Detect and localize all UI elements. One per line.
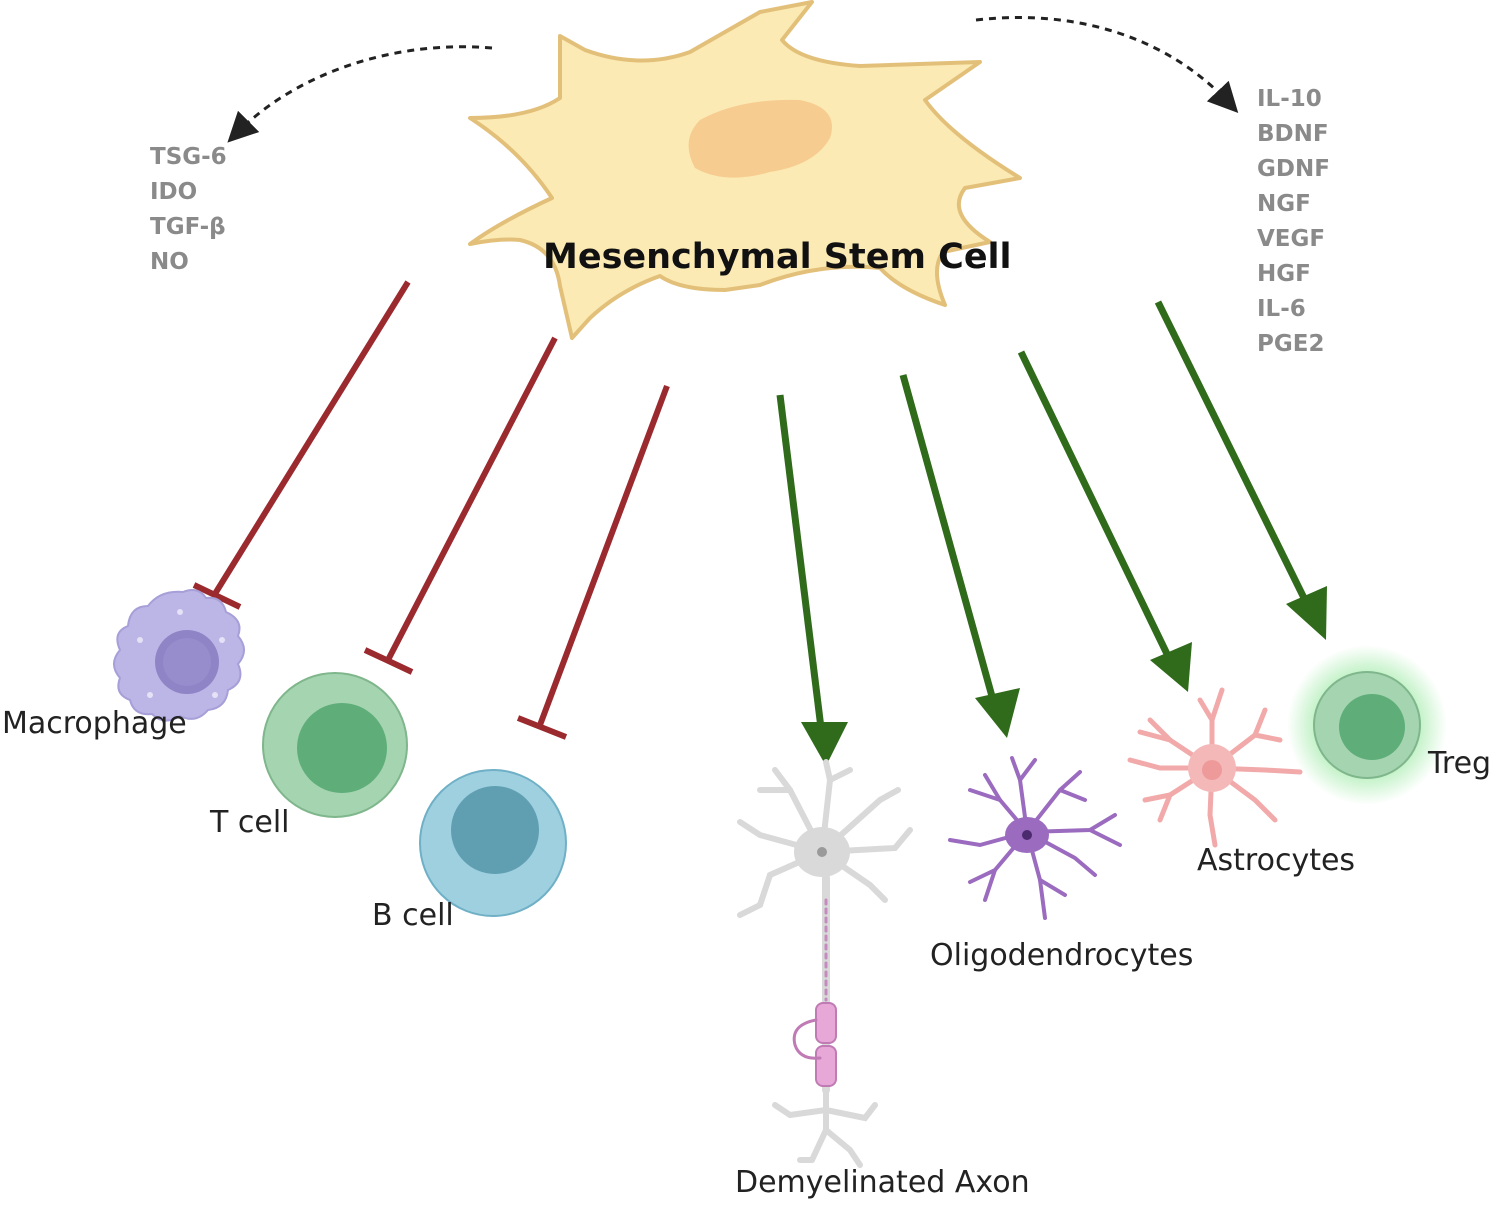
promotion-arrow-treg <box>1154 300 1327 640</box>
msc-nucleus <box>688 99 832 178</box>
promotion-arrow-axon <box>776 394 848 766</box>
right-factor: NGF <box>1257 191 1311 217</box>
treg-label: Treg <box>1428 746 1492 781</box>
right-factor: PGE2 <box>1257 331 1325 357</box>
right-factor: BDNF <box>1257 121 1329 147</box>
left-factor: TSG-6 <box>150 144 227 170</box>
macrophage-cell <box>113 589 245 722</box>
msc-title: Mesenchymal Stem Cell <box>543 237 1012 277</box>
astrocyte-cell <box>1127 687 1303 848</box>
right-factor: VEGF <box>1257 226 1326 252</box>
right-secretion-arrow <box>975 16 1239 113</box>
mesenchymal-stem-cell <box>468 0 1022 340</box>
demyelinated-axon-label: Demyelinated Axon <box>735 1165 1030 1200</box>
treg-cell <box>1287 645 1447 805</box>
left-factor: TGF-β <box>150 214 226 240</box>
promotion-arrow-astrocytes <box>1017 350 1192 692</box>
t-cell-label: T cell <box>210 805 290 840</box>
b-cell-label: B cell <box>372 898 454 933</box>
left-factor-list: TSG-6 IDO TGF-β NO <box>150 140 227 280</box>
inhibition-arrow-t-cell <box>363 336 558 675</box>
right-factor: GDNF <box>1257 156 1330 182</box>
macrophage-label: Macrophage <box>2 706 187 741</box>
inhibition-arrow-b-cell <box>516 384 670 740</box>
right-factor: IL-6 <box>1257 296 1306 322</box>
oligodendrocyte-cell <box>948 756 1122 920</box>
t-cell <box>262 672 408 818</box>
right-factor: HGF <box>1257 261 1311 287</box>
left-factor: NO <box>150 249 189 275</box>
astrocytes-label: Astrocytes <box>1197 843 1356 878</box>
left-factor: IDO <box>150 179 198 205</box>
right-factor: IL-10 <box>1257 86 1322 112</box>
right-factor-list: IL-10 BDNF GDNF NGF VEGF HGF IL-6 PGE2 <box>1257 82 1330 362</box>
b-cell <box>419 769 567 917</box>
demyelinated-axon-neuron <box>737 759 913 1168</box>
left-secretion-arrow <box>227 45 493 143</box>
promotion-arrow-oligodendrocytes <box>899 374 1020 738</box>
inhibition-arrow-macrophage <box>192 280 411 610</box>
oligodendrocytes-label: Oligodendrocytes <box>930 938 1194 973</box>
